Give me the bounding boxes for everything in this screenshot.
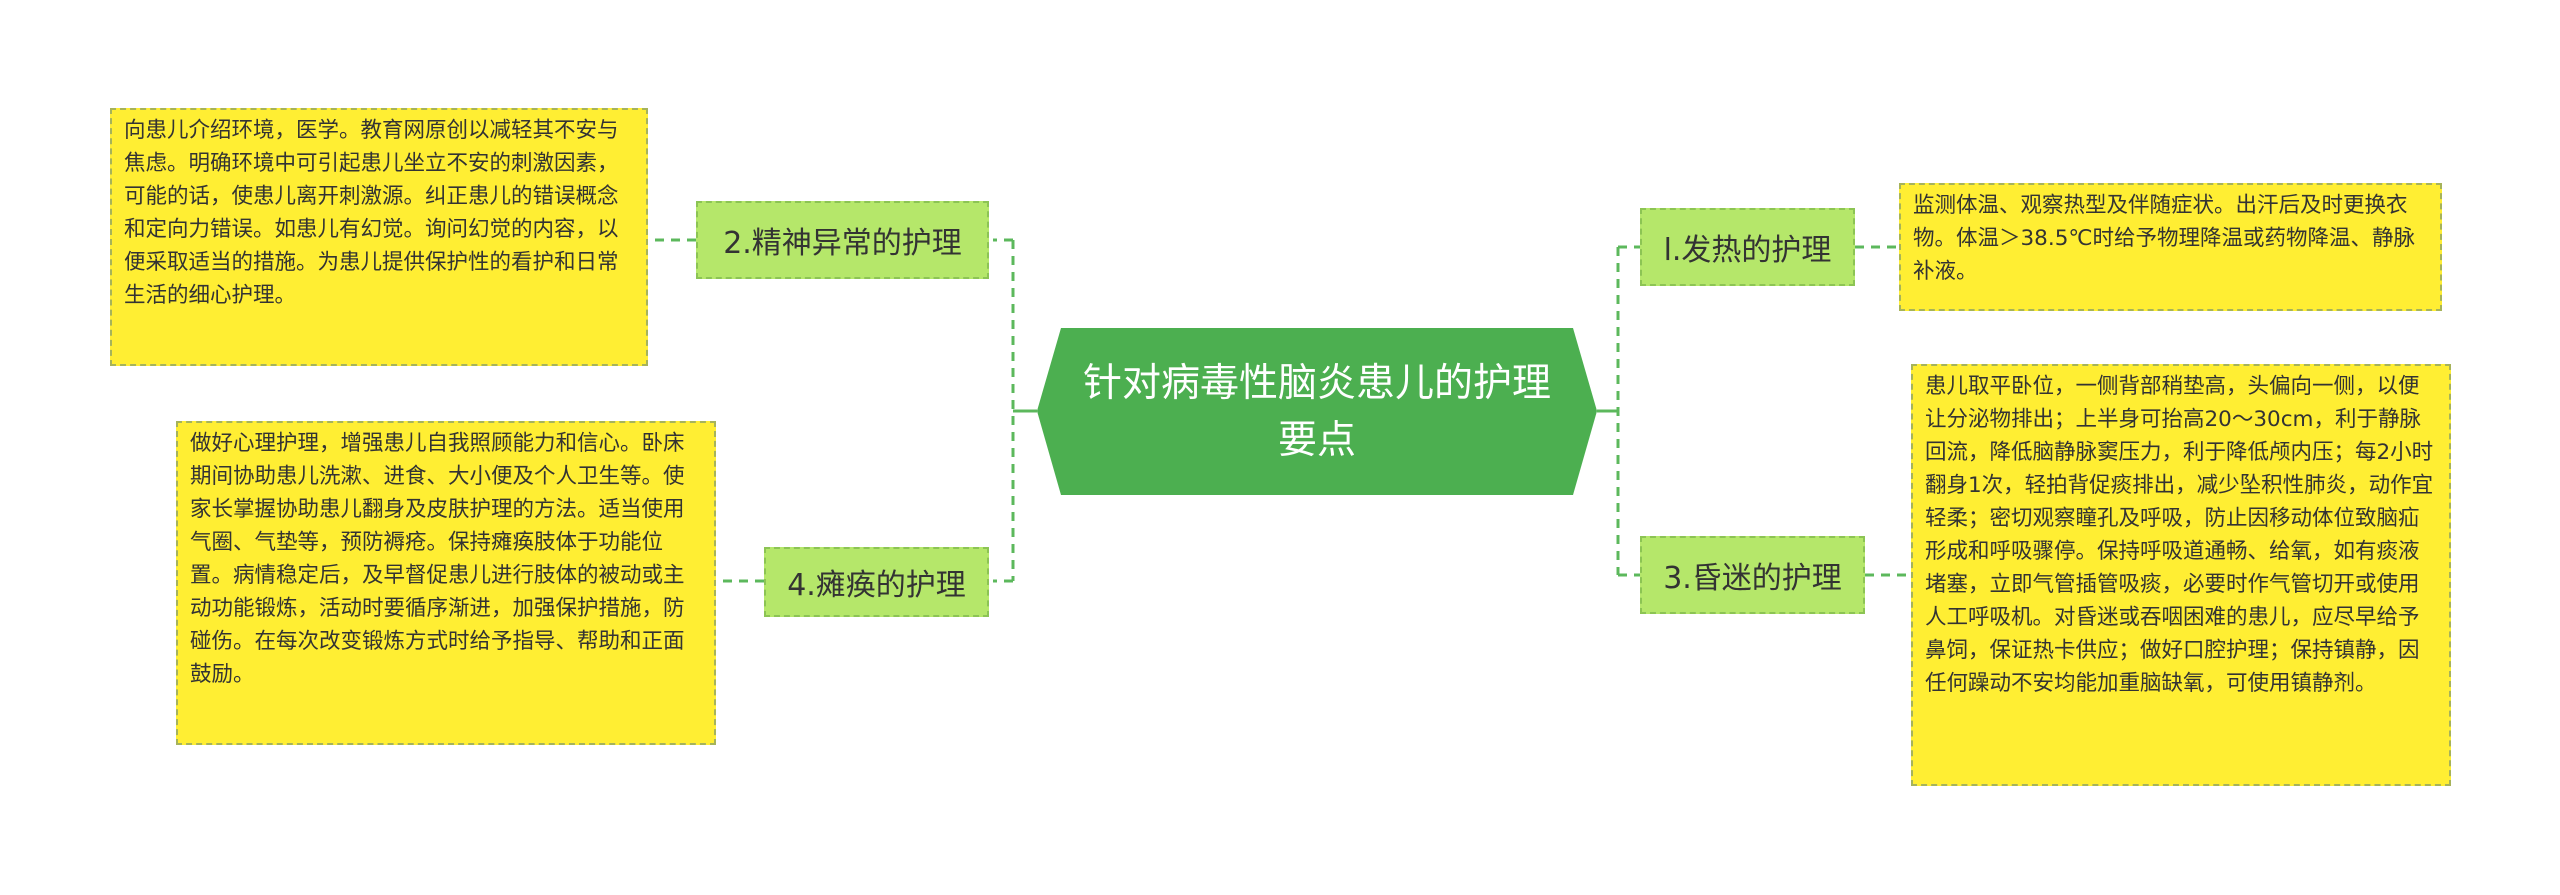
branch-coma-label: 3.昏迷的护理 bbox=[1663, 561, 1842, 596]
branch-paralysis-topic[interactable]: 4.瘫痪的护理 bbox=[764, 547, 989, 617]
root-topic[interactable]: 针对病毒性脑炎患儿的护理要点 bbox=[1037, 328, 1597, 495]
note-mental[interactable]: 向患儿介绍环境，医学。教育网原创以减轻其不安与焦虑。明确环境中可引起患儿坐立不安… bbox=[110, 108, 648, 366]
note-fever[interactable]: 监测体温、观察热型及伴随症状。出汗后及时更换衣物。体温＞38.5℃时给予物理降温… bbox=[1899, 183, 2442, 311]
branch-mental-label: 2.精神异常的护理 bbox=[723, 226, 962, 261]
root-title: 针对病毒性脑炎患儿的护理要点 bbox=[1082, 360, 1551, 463]
note-paralysis[interactable]: 做好心理护理，增强患儿自我照顾能力和信心。卧床期间协助患儿洗漱、进食、大小便及个… bbox=[176, 421, 716, 745]
branch-fever-label: l.发热的护理 bbox=[1663, 233, 1832, 268]
branch-mental-topic[interactable]: 2.精神异常的护理 bbox=[696, 201, 989, 279]
branch-coma-topic[interactable]: 3.昏迷的护理 bbox=[1640, 536, 1865, 614]
note-coma[interactable]: 患儿取平卧位，一侧背部稍垫高，头偏向一侧，以便让分泌物排出；上半身可抬高20～3… bbox=[1911, 364, 2451, 786]
root-shape bbox=[1037, 328, 1597, 495]
branch-fever-topic[interactable]: l.发热的护理 bbox=[1640, 208, 1855, 286]
branch-paralysis-label: 4.瘫痪的护理 bbox=[787, 568, 966, 603]
